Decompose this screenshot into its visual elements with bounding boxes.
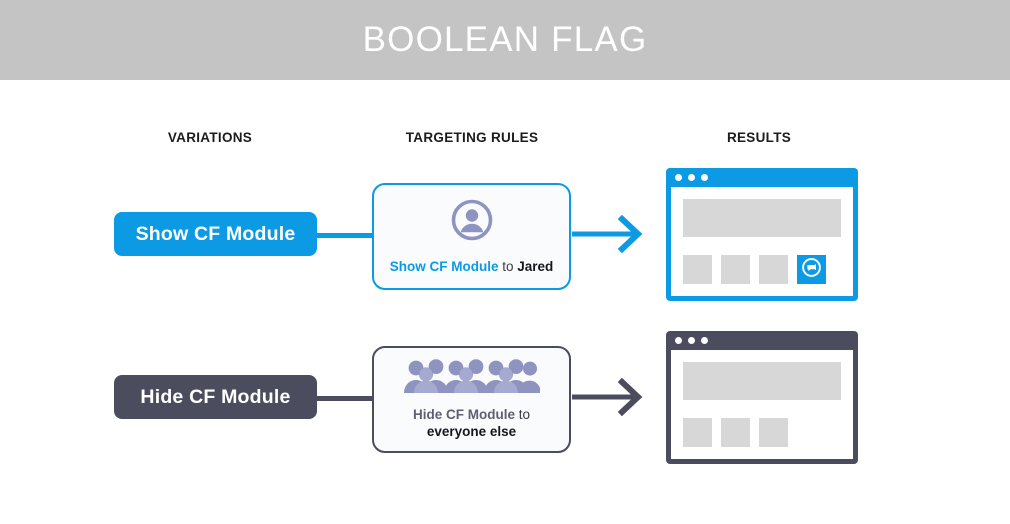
cf-module-chat-icon (801, 257, 822, 283)
variation-pill-hide-cf-module[interactable]: Hide CF Module (114, 375, 317, 419)
rule-audience-label: Jared (517, 258, 554, 274)
variation-pill-label: Hide CF Module (140, 385, 291, 408)
content-placeholder-tile (721, 255, 750, 284)
content-tiles-row (683, 418, 841, 447)
content-placeholder-tile (759, 255, 788, 284)
content-placeholder-tile (683, 418, 712, 447)
column-header-results: RESULTS (726, 130, 792, 145)
rule-joiner-label: to (498, 258, 518, 274)
content-tiles-row (683, 255, 841, 284)
result-browser-window-show (666, 168, 858, 301)
flow-arrow-hide (572, 377, 648, 417)
content-placeholder-block (683, 199, 841, 237)
window-dot-icon (675, 174, 682, 181)
column-header-variations: VARIATIONS (167, 130, 253, 145)
cf-module-tile[interactable] (797, 255, 826, 284)
single-user-icon (451, 199, 493, 246)
variation-pill-label: Show CF Module (135, 222, 296, 245)
targeting-rule-card-hide[interactable]: Hide CF Module to everyone else (372, 346, 571, 453)
targeting-rule-text: Hide CF Module to everyone else (413, 406, 530, 440)
window-dot-icon (688, 337, 695, 344)
variation-pill-show-cf-module[interactable]: Show CF Module (114, 212, 317, 256)
connector-line-variation-to-rule (300, 396, 378, 401)
crowd-of-people-icon (403, 359, 541, 398)
content-placeholder-tile (759, 418, 788, 447)
window-dot-icon (688, 174, 695, 181)
window-dot-icon (701, 337, 708, 344)
flag-row-show: Show CF Module Show CF Module to Jared (0, 155, 1010, 315)
browser-titlebar (666, 168, 858, 187)
targeting-rule-card-show[interactable]: Show CF Module to Jared (372, 183, 571, 290)
browser-content-area (671, 187, 853, 296)
rule-action-label: Hide CF Module (412, 407, 515, 422)
header-band: BOOLEAN FLAG (0, 0, 1010, 80)
page-title: BOOLEAN FLAG (362, 20, 648, 59)
targeting-rule-text: Show CF Module to Jared (390, 258, 554, 275)
flow-arrow-show (572, 214, 648, 254)
browser-content-area (671, 350, 853, 459)
rule-action-label: Show CF Module (389, 258, 499, 274)
browser-titlebar (666, 331, 858, 350)
rule-audience-label: everyone else (426, 424, 517, 439)
column-header-targeting-rules: TARGETING RULES (405, 130, 539, 145)
result-browser-window-hide (666, 331, 858, 464)
window-dot-icon (701, 174, 708, 181)
connector-line-variation-to-rule (300, 233, 378, 238)
content-placeholder-block (683, 362, 841, 400)
content-placeholder-tile (721, 418, 750, 447)
rule-joiner-label: to (514, 407, 530, 422)
flag-row-hide: Hide CF Module (0, 318, 1010, 478)
content-placeholder-tile (683, 255, 712, 284)
window-dot-icon (675, 337, 682, 344)
